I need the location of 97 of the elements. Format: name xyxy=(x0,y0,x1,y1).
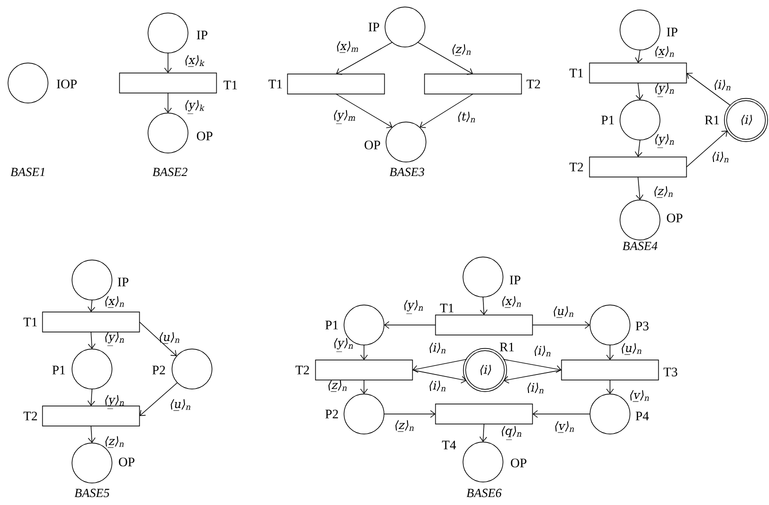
arrow xyxy=(412,359,467,373)
arrow xyxy=(686,130,728,168)
arrow xyxy=(87,388,96,406)
arrow xyxy=(139,322,177,356)
edge-label: ⟨u̲⟩$_{n}$ xyxy=(554,306,574,318)
edge-label: ⟨y̲⟩$_{n}$ xyxy=(404,300,423,314)
edge-label: ⟨x̲⟩$_{n}$ xyxy=(105,296,124,308)
arrow xyxy=(88,426,96,443)
edge-label: ⟨i⟩$_{n}$ xyxy=(714,80,730,90)
resource-ring: ⟨i⟩ xyxy=(724,98,768,142)
node-label: P4 xyxy=(636,412,649,420)
node-label: OP xyxy=(196,132,212,140)
arrow xyxy=(140,382,178,416)
arrow xyxy=(336,94,392,128)
edge-label: ⟨z̲⟩$_{n}$ xyxy=(105,436,124,448)
node-label: T4 xyxy=(442,440,456,450)
node-label: OP xyxy=(364,140,380,150)
edge-label: ⟨i⟩$_{n}$ xyxy=(528,382,544,394)
arrow xyxy=(384,321,436,329)
node-label: OP xyxy=(510,458,526,468)
node-label: T3 xyxy=(664,368,678,376)
node-label: T1 xyxy=(24,318,37,326)
edge-label: ⟨y̲⟩$_{n}$ xyxy=(334,338,353,352)
edge-label: ⟨q̲⟩$_{n}$ xyxy=(502,426,522,440)
node-label: OP xyxy=(666,214,682,222)
arrow xyxy=(606,344,614,360)
edge-label: ⟨x̲⟩$_{n}$ xyxy=(502,296,521,308)
arrow xyxy=(88,300,96,312)
arrow xyxy=(480,296,488,315)
node-label: P3 xyxy=(636,322,649,330)
edge-label: ⟨x̲⟩$_{k}$ xyxy=(185,55,205,67)
node-label: T1 xyxy=(268,80,282,88)
arrow xyxy=(532,321,590,329)
arrow xyxy=(360,380,368,394)
edge-label: ⟨z̲⟩$_{n}$ xyxy=(395,420,414,432)
subfigure-caption: BASE1 xyxy=(10,168,44,176)
arrow xyxy=(532,410,590,418)
arrow xyxy=(384,410,436,418)
node-label: T1 xyxy=(224,80,237,90)
arrow xyxy=(479,424,488,442)
arrow xyxy=(418,42,473,75)
node-label: P1 xyxy=(601,116,614,124)
arrow xyxy=(686,72,731,106)
node-label: T1 xyxy=(570,68,583,78)
edge-label: ⟨y̲⟩$_{n}$ xyxy=(105,395,124,409)
edge-label: ⟨y̲⟩$_{n}$ xyxy=(655,83,674,97)
edge-label: ⟨i⟩$_{n}$ xyxy=(430,342,446,354)
edge-label: ⟨y̲⟩$_{k}$ xyxy=(185,100,205,114)
arrow xyxy=(636,176,644,200)
arrow xyxy=(336,42,392,75)
edge-label: ⟨v̲⟩$_{n}$ xyxy=(630,390,649,402)
node-label: P1 xyxy=(52,366,65,374)
arrow xyxy=(606,380,614,394)
node-label: P2 xyxy=(152,366,165,374)
node-label: IP xyxy=(368,22,380,32)
node-label: T1 xyxy=(440,304,454,312)
arrow xyxy=(164,52,172,73)
arrow xyxy=(634,50,643,63)
arrow xyxy=(412,370,467,384)
node-label: T2 xyxy=(296,366,309,374)
node-label: IP xyxy=(666,28,678,36)
edge-label: ⟨i⟩$_{n}$ xyxy=(534,346,550,356)
node-label: T2 xyxy=(570,162,583,172)
arrow xyxy=(503,359,562,373)
node-label: T2 xyxy=(526,80,540,88)
edge-label: ⟨i⟩$_{n}$ xyxy=(712,152,728,162)
edge-label: ⟨u̲⟩$_{n}$ xyxy=(622,343,642,355)
edge-label: ⟨z̲⟩$_{n}$ xyxy=(452,44,471,56)
arrow xyxy=(636,82,644,100)
edge-label: ⟨i⟩$_{n}$ xyxy=(430,380,446,392)
edge-label: ⟨v̲⟩$_{n}$ xyxy=(555,421,574,433)
subfigure-caption: BASE2 xyxy=(152,168,188,176)
edge-label: ⟨u̲⟩$_{n}$ xyxy=(160,332,180,344)
arrow xyxy=(634,140,642,157)
node-label: IOP xyxy=(56,80,77,88)
node-label: P1 xyxy=(325,320,338,330)
edge-label: ⟨y̲⟩$_{m}$ xyxy=(334,110,356,124)
node-label: OP xyxy=(118,458,134,466)
node-label: R1 xyxy=(704,116,719,124)
node-label: P2 xyxy=(325,410,338,418)
node-label: T2 xyxy=(24,412,37,420)
edge-label: ⟨z̲⟩$_{n}$ xyxy=(654,186,673,198)
arrow xyxy=(360,344,368,360)
arrow xyxy=(164,92,172,113)
edge-label: ⟨y̲⟩$_{n}$ xyxy=(655,134,674,148)
node-label: IP xyxy=(196,30,208,40)
arrow xyxy=(88,332,96,349)
edge-label: ⟨x̲⟩$_{n}$ xyxy=(655,46,674,58)
node-label: IP xyxy=(118,278,128,286)
arrow xyxy=(503,370,562,384)
node-label: IP xyxy=(510,276,520,284)
arrow xyxy=(420,94,474,128)
edge-label: ⟨y̲⟩$_{n}$ xyxy=(105,332,124,346)
edge-label: ⟨t⟩$_{n}$ xyxy=(458,112,475,122)
edge-label: ⟨x̲⟩$_{m}$ xyxy=(337,41,358,53)
edge-label: ⟨z̲⟩$_{n}$ xyxy=(328,380,347,392)
edge-label: ⟨u̲⟩$_{n}$ xyxy=(170,399,190,411)
